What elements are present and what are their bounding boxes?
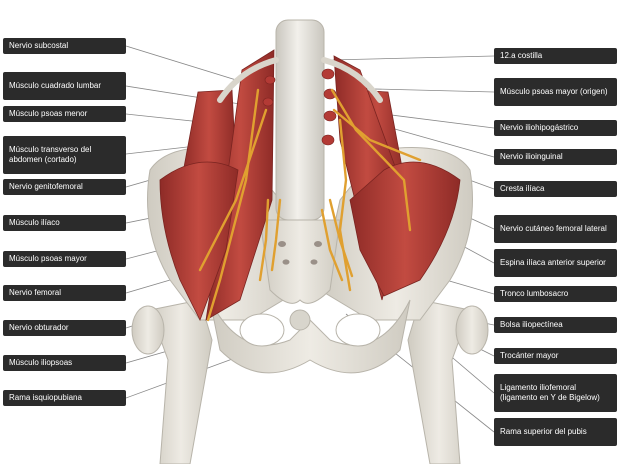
label-trocanter-mayor: Trocánter mayor — [494, 348, 617, 364]
lumbar-spine — [262, 19, 337, 221]
label-musculo-psoas-menor: Músculo psoas menor — [3, 106, 126, 122]
label-costilla-12: 12.a costilla — [494, 48, 617, 64]
label-nervio-femoral: Nervio femoral — [3, 285, 126, 301]
label-nervio-subcostal: Nervio subcostal — [3, 38, 126, 54]
label-musculo-iliaco: Músculo ilíaco — [3, 215, 126, 231]
label-rama-superior-pubis: Rama superior del pubis — [494, 418, 617, 446]
label-ligamento-iliofemoral: Ligamento iliofemoral (ligamento en Y de… — [494, 374, 617, 412]
nerves — [198, 88, 422, 322]
label-nervio-iliohipogastrico: Nervio iliohipogástrico — [494, 120, 617, 136]
label-musculo-cuadrado-lumbar: Músculo cuadrado lumbar — [3, 72, 126, 100]
label-nervio-obturador: Nervio obturador — [3, 320, 126, 336]
label-cresta-iliaca: Cresta ilíaca — [494, 181, 617, 197]
ribs — [217, 57, 383, 103]
label-nervio-cutaneo-femoral-lateral: Nervio cutáneo femoral lateral — [494, 215, 617, 243]
femurs — [131, 299, 489, 464]
sacrum — [259, 219, 341, 304]
label-musculo-psoas-mayor-origen: Músculo psoas mayor (origen) — [494, 78, 617, 106]
label-tronco-lumbosacro: Tronco lumbosacro — [494, 286, 617, 302]
label-bolsa-iliopectinea: Bolsa iliopectínea — [494, 317, 617, 333]
label-musculo-iliopsoas: Músculo iliopsoas — [3, 355, 126, 371]
label-nervio-genitofemoral: Nervio genitofemoral — [3, 179, 126, 195]
label-nervio-ilioinguinal: Nervio ilioinguinal — [494, 149, 617, 165]
label-rama-isquiopubiana: Rama isquiopubiana — [3, 390, 126, 406]
label-musculo-transverso-abdomen: Músculo transverso del abdomen (cortado) — [3, 136, 126, 174]
label-espina-iliaca-anterior-superior: Espina ilíaca anterior superior — [494, 249, 617, 277]
label-musculo-psoas-mayor: Músculo psoas mayor — [3, 251, 126, 267]
